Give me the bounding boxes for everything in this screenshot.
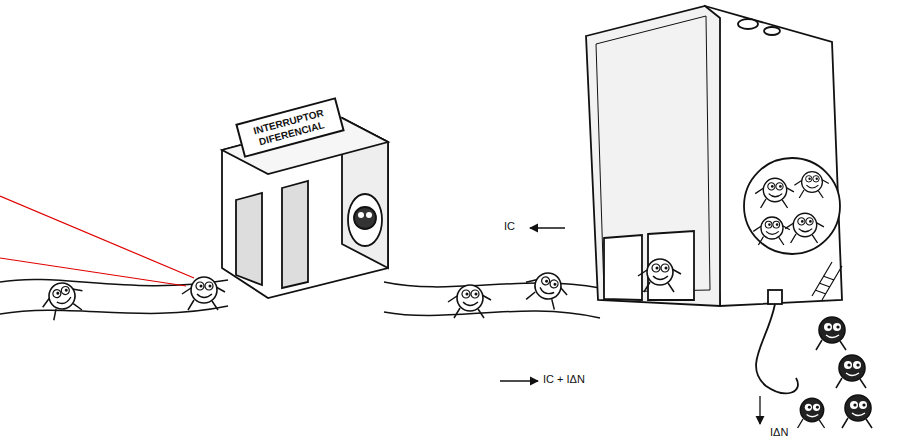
guard-eye (366, 212, 372, 218)
ladder (812, 262, 842, 300)
electron (753, 217, 790, 245)
current-label: IΔN (769, 426, 789, 438)
current-arrow (759, 396, 760, 424)
current-label: IC (503, 220, 516, 232)
electron (520, 266, 572, 312)
cable-line (384, 311, 600, 318)
monitor-side (705, 6, 842, 306)
electron (785, 213, 824, 243)
current-arrow (530, 227, 565, 228)
leader-line (0, 258, 186, 286)
cable-line (0, 306, 228, 314)
guard-electron (354, 207, 376, 229)
monitor-knob (764, 27, 780, 35)
monitor (586, 6, 842, 393)
device-gate (282, 181, 308, 288)
monitor-window (744, 158, 840, 254)
cable-line (384, 282, 600, 288)
current-label: IC + IΔN (542, 373, 586, 385)
front-opening (604, 235, 642, 300)
monitor-front (586, 6, 720, 306)
monitor-knob (738, 19, 758, 29)
electron (37, 277, 89, 323)
device-window (348, 194, 382, 246)
electron (182, 277, 225, 310)
electron (836, 355, 866, 388)
guard-eye (358, 212, 364, 218)
electron (842, 395, 872, 428)
electron (816, 317, 846, 350)
leader-lines (0, 196, 194, 286)
socket (768, 290, 782, 304)
electrons (37, 172, 872, 428)
electron (794, 172, 828, 198)
electron (755, 178, 794, 208)
leader-line (0, 196, 194, 278)
ground-cable (756, 304, 798, 393)
device-gate (236, 193, 262, 285)
electron (798, 398, 825, 428)
current-arrows (500, 228, 760, 424)
current-arrow (500, 380, 538, 381)
electron (448, 285, 491, 318)
electron (638, 259, 681, 292)
